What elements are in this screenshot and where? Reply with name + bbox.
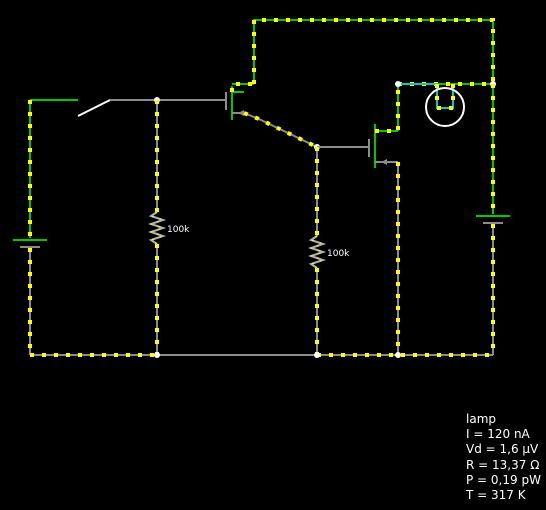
info-name: lamp	[466, 412, 496, 426]
node-3[interactable]	[395, 81, 401, 87]
resistor-2[interactable]: 100k	[307, 235, 350, 269]
node-5[interactable]	[154, 352, 160, 358]
battery-1[interactable]	[13, 239, 47, 248]
info-power: P = 0,19 pW	[466, 472, 541, 487]
wire-transistor-2-drain[interactable]	[375, 84, 400, 133]
wire-transistor-1-to-node-2[interactable]	[243, 111, 318, 149]
node-7[interactable]	[395, 352, 401, 358]
battery-1-branch[interactable]	[28, 99, 78, 355]
resistor-1[interactable]: 100k	[147, 211, 190, 245]
component-info-panel: lamp I = 120 nA Vd = 1,6 µV R = 13,37 Ω …	[466, 412, 541, 503]
info-voltage: Vd = 1,6 µV	[466, 442, 539, 457]
switch[interactable]	[77, 99, 111, 117]
resistor-2-label: 100k	[327, 249, 350, 259]
info-current: I = 120 nA	[466, 427, 530, 442]
resistor-1-label: 100k	[167, 225, 190, 235]
info-temperature: T = 317 K	[466, 488, 526, 503]
lamp[interactable]	[398, 82, 493, 127]
transistor-2[interactable]	[368, 124, 398, 168]
node-6[interactable]	[314, 352, 320, 358]
battery-2[interactable]	[476, 215, 510, 224]
info-resistance: R = 13,37 Ω	[466, 457, 540, 472]
top-wire-loop[interactable]	[230, 18, 495, 92]
